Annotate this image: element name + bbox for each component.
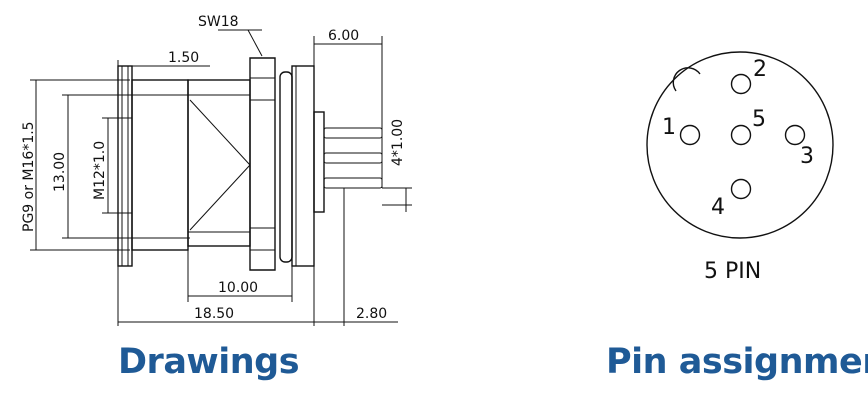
pin-4-contact bbox=[730, 178, 752, 200]
connector-side-view: SW18 6.00 1.50 10.00 18.50 2.80 PG9 or M… bbox=[21, 14, 412, 326]
wrench-size-label: SW18 bbox=[198, 14, 239, 30]
pin-4-label: 4 bbox=[711, 195, 725, 220]
flange-dim: 1.50 bbox=[168, 50, 199, 66]
body-height-dim: 13.00 bbox=[52, 152, 68, 192]
pin-pitch-dim: 4*1.00 bbox=[390, 119, 406, 166]
pin-1-contact bbox=[679, 124, 701, 146]
pin-3-label: 3 bbox=[800, 144, 814, 169]
connector-face-circle bbox=[646, 51, 834, 239]
drawings-caption: Drawings bbox=[118, 342, 300, 382]
thread-outer-dim: PG9 or M16*1.5 bbox=[21, 121, 37, 232]
total-length-dim: 18.50 bbox=[194, 306, 234, 322]
key-notch bbox=[672, 67, 701, 92]
body-length-dim: 10.00 bbox=[218, 280, 258, 296]
pin-1-label: 1 bbox=[662, 115, 676, 140]
pin-assignment-caption: Pin assignment bbox=[606, 342, 868, 382]
pin-3-contact bbox=[784, 124, 806, 146]
pin-2-label: 2 bbox=[753, 57, 767, 82]
pin-extension-dim: 6.00 bbox=[328, 28, 359, 44]
pin-5-label: 5 bbox=[752, 107, 766, 132]
pin-2-contact bbox=[730, 73, 752, 95]
pin-5-contact bbox=[730, 124, 752, 146]
pin-length-dim: 2.80 bbox=[356, 306, 387, 322]
pin-assignment-face: 1 2 3 4 5 5 PIN bbox=[646, 51, 834, 284]
pin-count-label: 5 PIN bbox=[704, 259, 761, 284]
thread-inner-dim: M12*1.0 bbox=[92, 141, 108, 200]
